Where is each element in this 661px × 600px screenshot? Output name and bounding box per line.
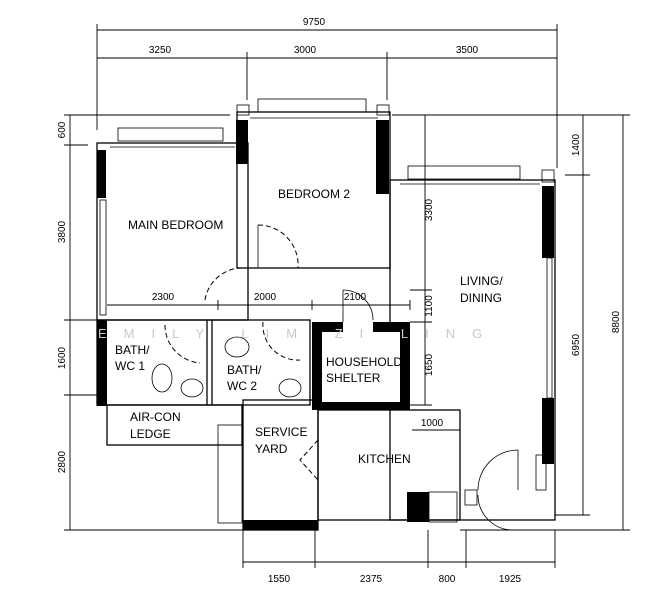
dim-top-total: 9750 — [303, 17, 326, 28]
dimension-labels: 9750 3250 3000 3500 600 3800 1600 2800 1… — [57, 17, 622, 585]
walls — [96, 98, 556, 531]
label-living: LIVING/ — [460, 274, 503, 288]
fixtures — [151, 336, 302, 398]
label-bedroom-2: BEDROOM 2 — [278, 187, 350, 201]
dim-left: 2800 — [57, 450, 68, 473]
dim-interior-v: 1650 — [424, 353, 435, 376]
dim-left: 1600 — [57, 346, 68, 369]
label-household: HOUSEHOLD — [326, 355, 402, 369]
watermark: EMILY LIM ZI LING — [98, 326, 499, 341]
dim-kitchen-width: 1000 — [421, 418, 444, 429]
label-aircon: AIR-CON — [130, 410, 181, 424]
sink-icon — [180, 378, 204, 398]
label-service: SERVICE — [255, 425, 307, 439]
label-ledge: LEDGE — [130, 427, 171, 441]
label-bath2-wc: WC 2 — [227, 379, 257, 393]
dim-left: 3800 — [57, 220, 68, 243]
dim-left: 600 — [57, 121, 68, 138]
dim-bottom: 2375 — [360, 574, 383, 585]
label-shelter: SHELTER — [326, 371, 381, 385]
label-bath1-wc: WC 1 — [115, 359, 145, 373]
dim-interior-h: 2300 — [152, 292, 175, 303]
dim-interior-v: 3300 — [424, 198, 435, 221]
dim-right-total: 8800 — [611, 310, 622, 333]
dim-right-mid: 6950 — [571, 333, 582, 356]
dim-interior-h: 2000 — [254, 292, 277, 303]
dimension-lines — [64, 24, 630, 568]
label-kitchen: KITCHEN — [358, 452, 411, 466]
dim-top: 3250 — [149, 45, 172, 56]
room-labels: MAIN BEDROOM BEDROOM 2 LIVING/ DINING BA… — [115, 187, 503, 466]
dim-interior-h: 2100 — [344, 292, 367, 303]
dim-interior-v: 1100 — [424, 295, 435, 317]
doors — [164, 224, 519, 531]
label-main-bedroom: MAIN BEDROOM — [128, 218, 223, 232]
label-bath1: BATH/ — [115, 343, 150, 357]
label-yard: YARD — [255, 442, 288, 456]
sink-icon — [278, 378, 302, 398]
label-bath2: BATH/ — [227, 363, 262, 377]
dim-bottom: 1550 — [268, 574, 291, 585]
dim-bottom: 800 — [439, 574, 456, 585]
dim-bottom: 1925 — [499, 574, 522, 585]
label-dining: DINING — [460, 291, 502, 305]
toilet-icon — [151, 363, 173, 393]
dim-right-inner: 1400 — [571, 133, 582, 156]
toilet-icon — [224, 336, 250, 358]
dim-top: 3000 — [294, 45, 317, 56]
dim-top: 3500 — [456, 45, 479, 56]
